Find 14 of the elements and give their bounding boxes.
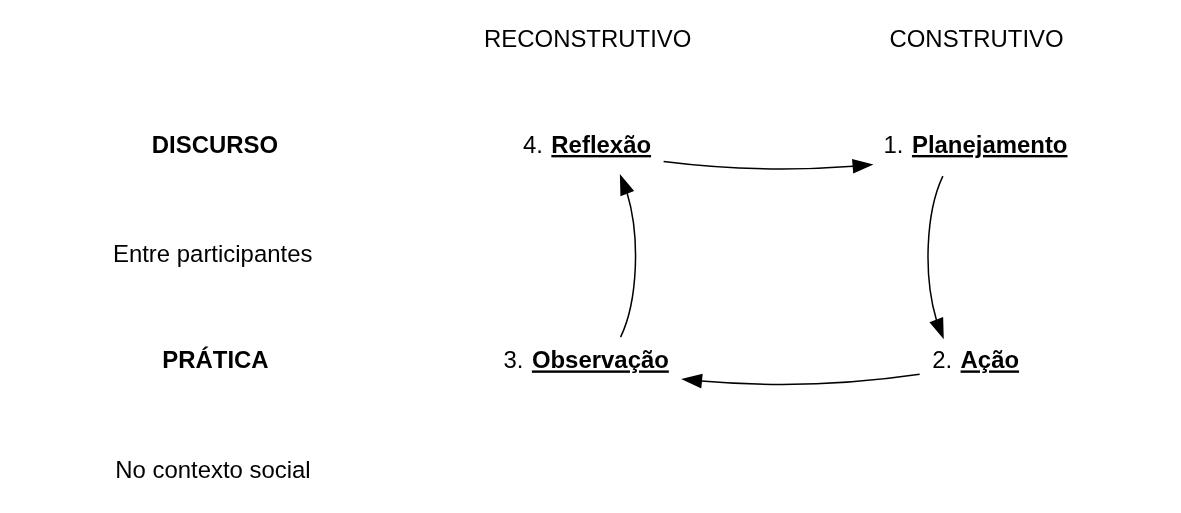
arrow [680, 373, 920, 389]
label: RECONSTRUTIVO [483, 24, 691, 52]
label: CONSTRUTIVO [889, 24, 1064, 52]
node-text: 1. Planejamento [883, 130, 1067, 158]
node-text: 4. Reflexão [522, 130, 651, 158]
node-text: 3. Observação [502, 346, 669, 374]
arrow [662, 158, 873, 174]
arrow [926, 175, 944, 340]
label: PRÁTICA [161, 346, 269, 374]
node-text: 2. Ação [931, 346, 1019, 374]
label: No contexto social [114, 455, 311, 483]
arrow [619, 173, 636, 338]
label: DISCURSO [151, 130, 278, 158]
label: Entre participantes [112, 240, 312, 268]
